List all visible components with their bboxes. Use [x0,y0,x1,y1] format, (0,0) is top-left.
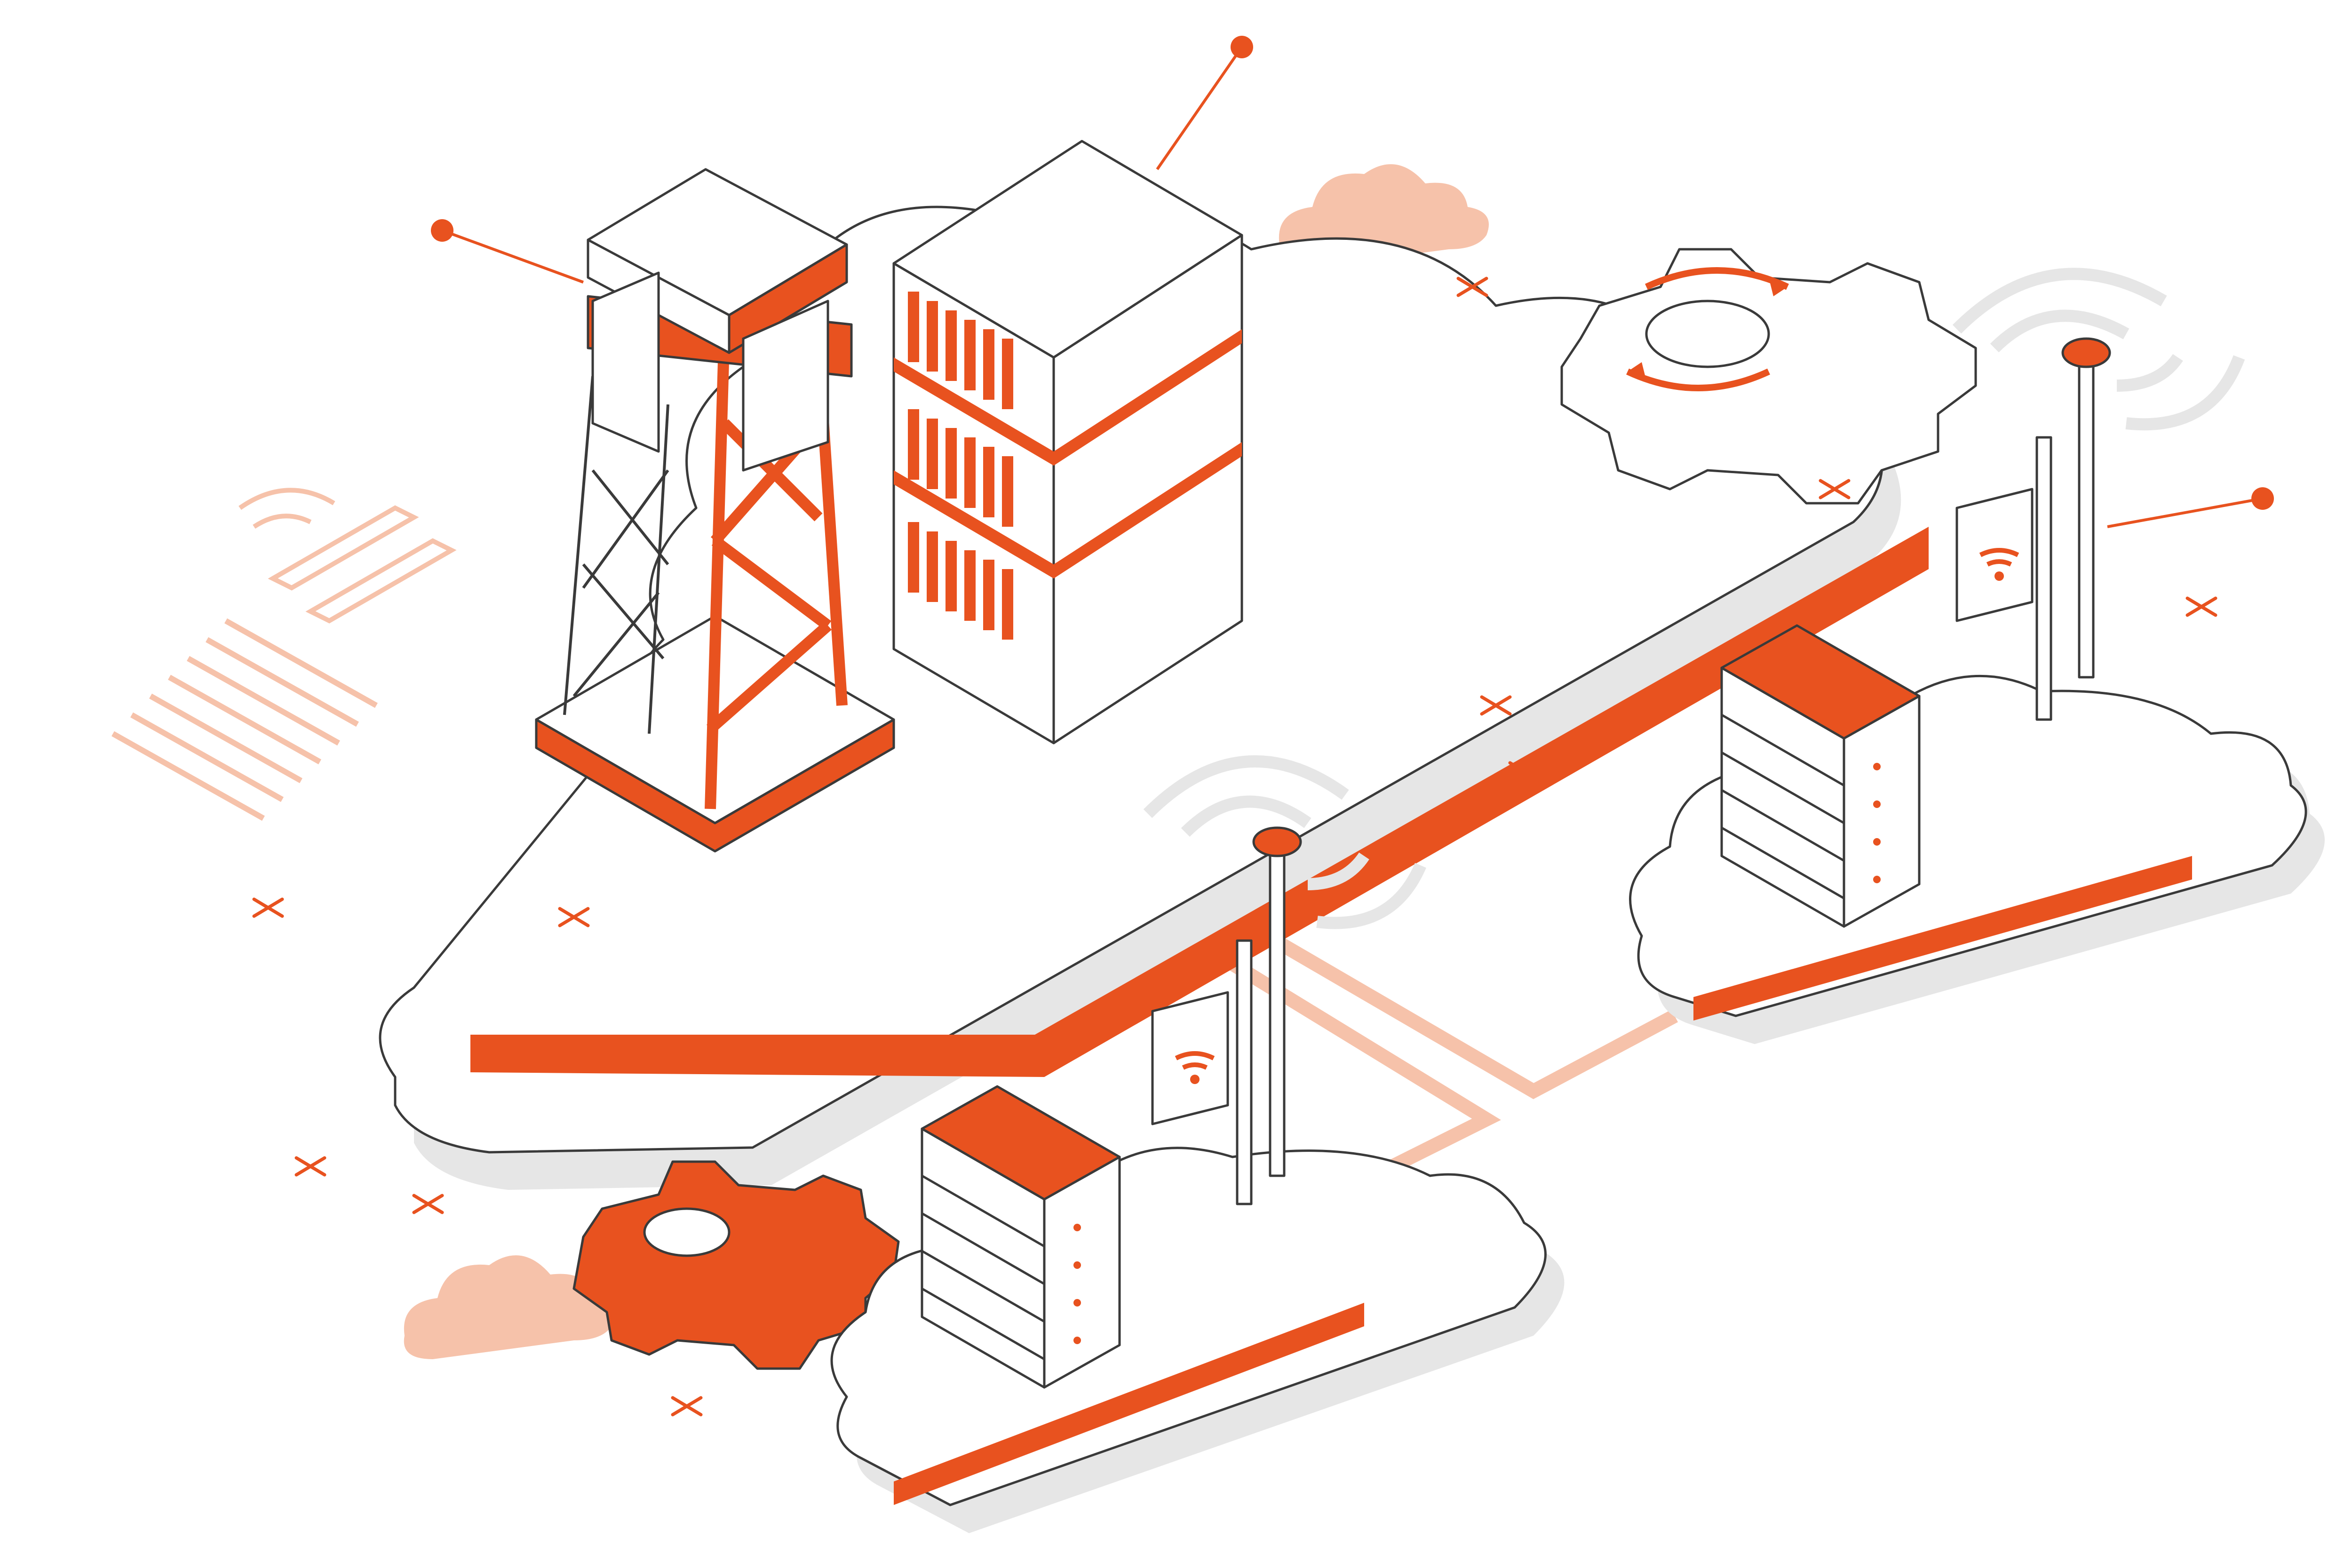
server-stack-icon [921,1085,1121,1389]
callout-pointers [431,36,2274,528]
cloud-icon [404,1255,614,1359]
wifi-signal-icon [1952,268,2245,431]
wifi-signal-icon [1143,755,1426,929]
cell-tower-icon [535,168,895,853]
server-rack-icon [892,140,1243,744]
server-stack-icon [1720,624,1921,928]
sim-card-icon [238,488,457,624]
striped-pattern [111,618,378,821]
gear-sync-icon [1560,248,1977,505]
wifi-router-icon [1151,826,1302,1205]
wifi-router-icon [1955,337,2111,721]
gear-icon [572,1160,900,1370]
